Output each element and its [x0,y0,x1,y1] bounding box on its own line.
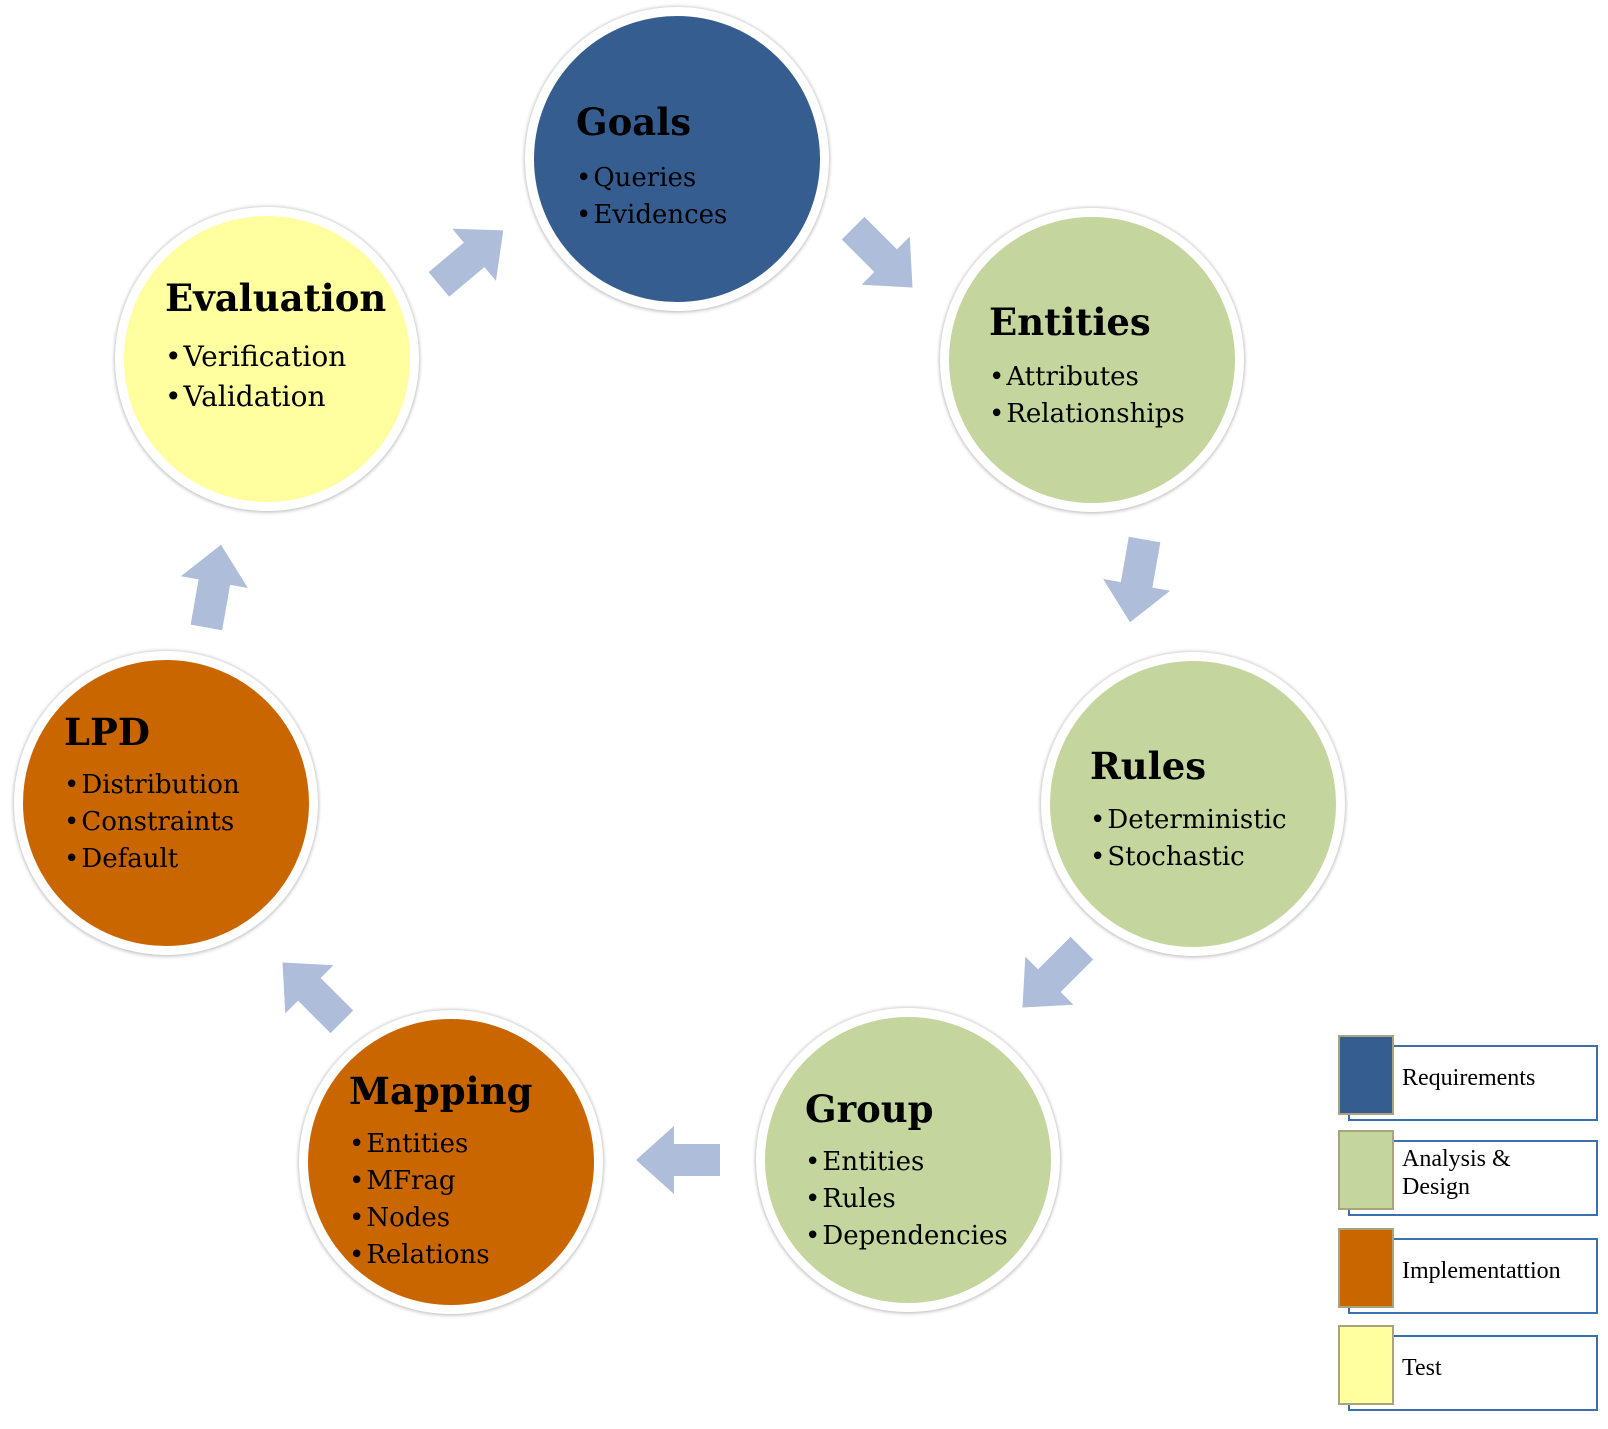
legend-item-requirements: Requirements [1338,1035,1608,1125]
mapping-item-mfrag: MFrag [349,1163,490,1200]
arrow-group-to-mapping [636,1126,720,1194]
entities-circle: Entities Attributes Relationships [940,208,1244,512]
goals-item-evidences: Evidences [576,197,727,234]
lpd-circle: LPD Distribution Constraints Default [14,651,318,955]
rules-circle: Rules Deterministic Stochastic [1041,652,1345,956]
arrow-shape [1103,536,1171,623]
lpd-item-default: Default [64,841,240,878]
mapping-items: Entities MFrag Nodes Relations [349,1126,490,1274]
mapping-item-entities: Entities [349,1126,490,1163]
group-item-dependencies: Dependencies [805,1218,1007,1255]
group-circle: Group Entities Rules Dependencies [756,1008,1060,1312]
group-items: Entities Rules Dependencies [805,1144,1008,1255]
arrow-shape [180,544,248,631]
arrow-shape [636,1126,720,1194]
legend-swatch-requirements [1338,1035,1394,1115]
entities-title: Entities [989,300,1151,344]
arrow-shape [841,216,913,288]
mapping-title: Mapping [349,1069,533,1113]
mapping-item-nodes: Nodes [349,1200,490,1237]
evaluation-circle: Evaluation Verification Validation [115,207,419,511]
legend-label-requirements: Requirements [1402,1065,1536,1091]
lpd-item-distribution: Distribution [64,767,239,804]
lpd-items: Distribution Constraints Default [64,767,240,878]
legend-item-test: Test [1338,1325,1608,1415]
entities-item-attributes: Attributes [989,359,1185,396]
mapping-item-relations: Relations [349,1237,489,1274]
legend-swatch-analysis-design [1338,1130,1394,1210]
evaluation-title: Evaluation [165,276,387,320]
entities-items: Attributes Relationships [989,359,1185,433]
arrow-evaluation-to-goals [428,228,504,297]
rules-items: Deterministic Stochastic [1090,802,1287,876]
arrow-shape [282,962,354,1034]
entities-item-relationships: Relationships [989,396,1184,433]
evaluation-items: Verification Validation [165,337,347,417]
goals-item-queries: Queries [576,160,727,197]
goals-title: Goals [576,100,692,144]
evaluation-item-validation: Validation [165,377,346,417]
lpd-item-constraints: Constraints [64,804,240,841]
group-title: Group [805,1087,934,1131]
mapping-circle: Mapping Entities MFrag Nodes Relations [299,1010,603,1314]
arrow-mapping-to-lpd [282,962,354,1034]
rules-item-stochastic: Stochastic [1090,839,1287,876]
legend-item-implementation: Implementattion [1338,1228,1608,1318]
goals-circle: Goals Queries Evidences [525,7,829,311]
evaluation-item-verification: Verification [165,337,347,377]
legend-label-analysis-design: Analysis & Design [1402,1146,1511,1200]
legend-label-implementation: Implementattion [1402,1258,1561,1284]
arrow-rules-to-group [1022,936,1094,1008]
legend-swatch-implementation [1338,1228,1394,1308]
rules-title: Rules [1090,744,1207,788]
arrow-lpd-to-evaluation [180,544,248,631]
arrow-shape [1022,936,1094,1008]
legend-label-test: Test [1402,1355,1442,1381]
lpd-title: LPD [64,710,150,754]
arrow-shape [428,228,504,297]
goals-items: Queries Evidences [576,160,727,234]
arrow-goals-to-entities [841,216,913,288]
group-item-entities: Entities [805,1144,1008,1181]
legend-swatch-test [1338,1325,1394,1405]
group-item-rules: Rules [805,1181,1008,1218]
legend-item-analysis-design: Analysis & Design [1338,1130,1608,1220]
rules-item-deterministic: Deterministic [1090,802,1286,839]
arrow-entities-to-rules [1103,536,1171,623]
